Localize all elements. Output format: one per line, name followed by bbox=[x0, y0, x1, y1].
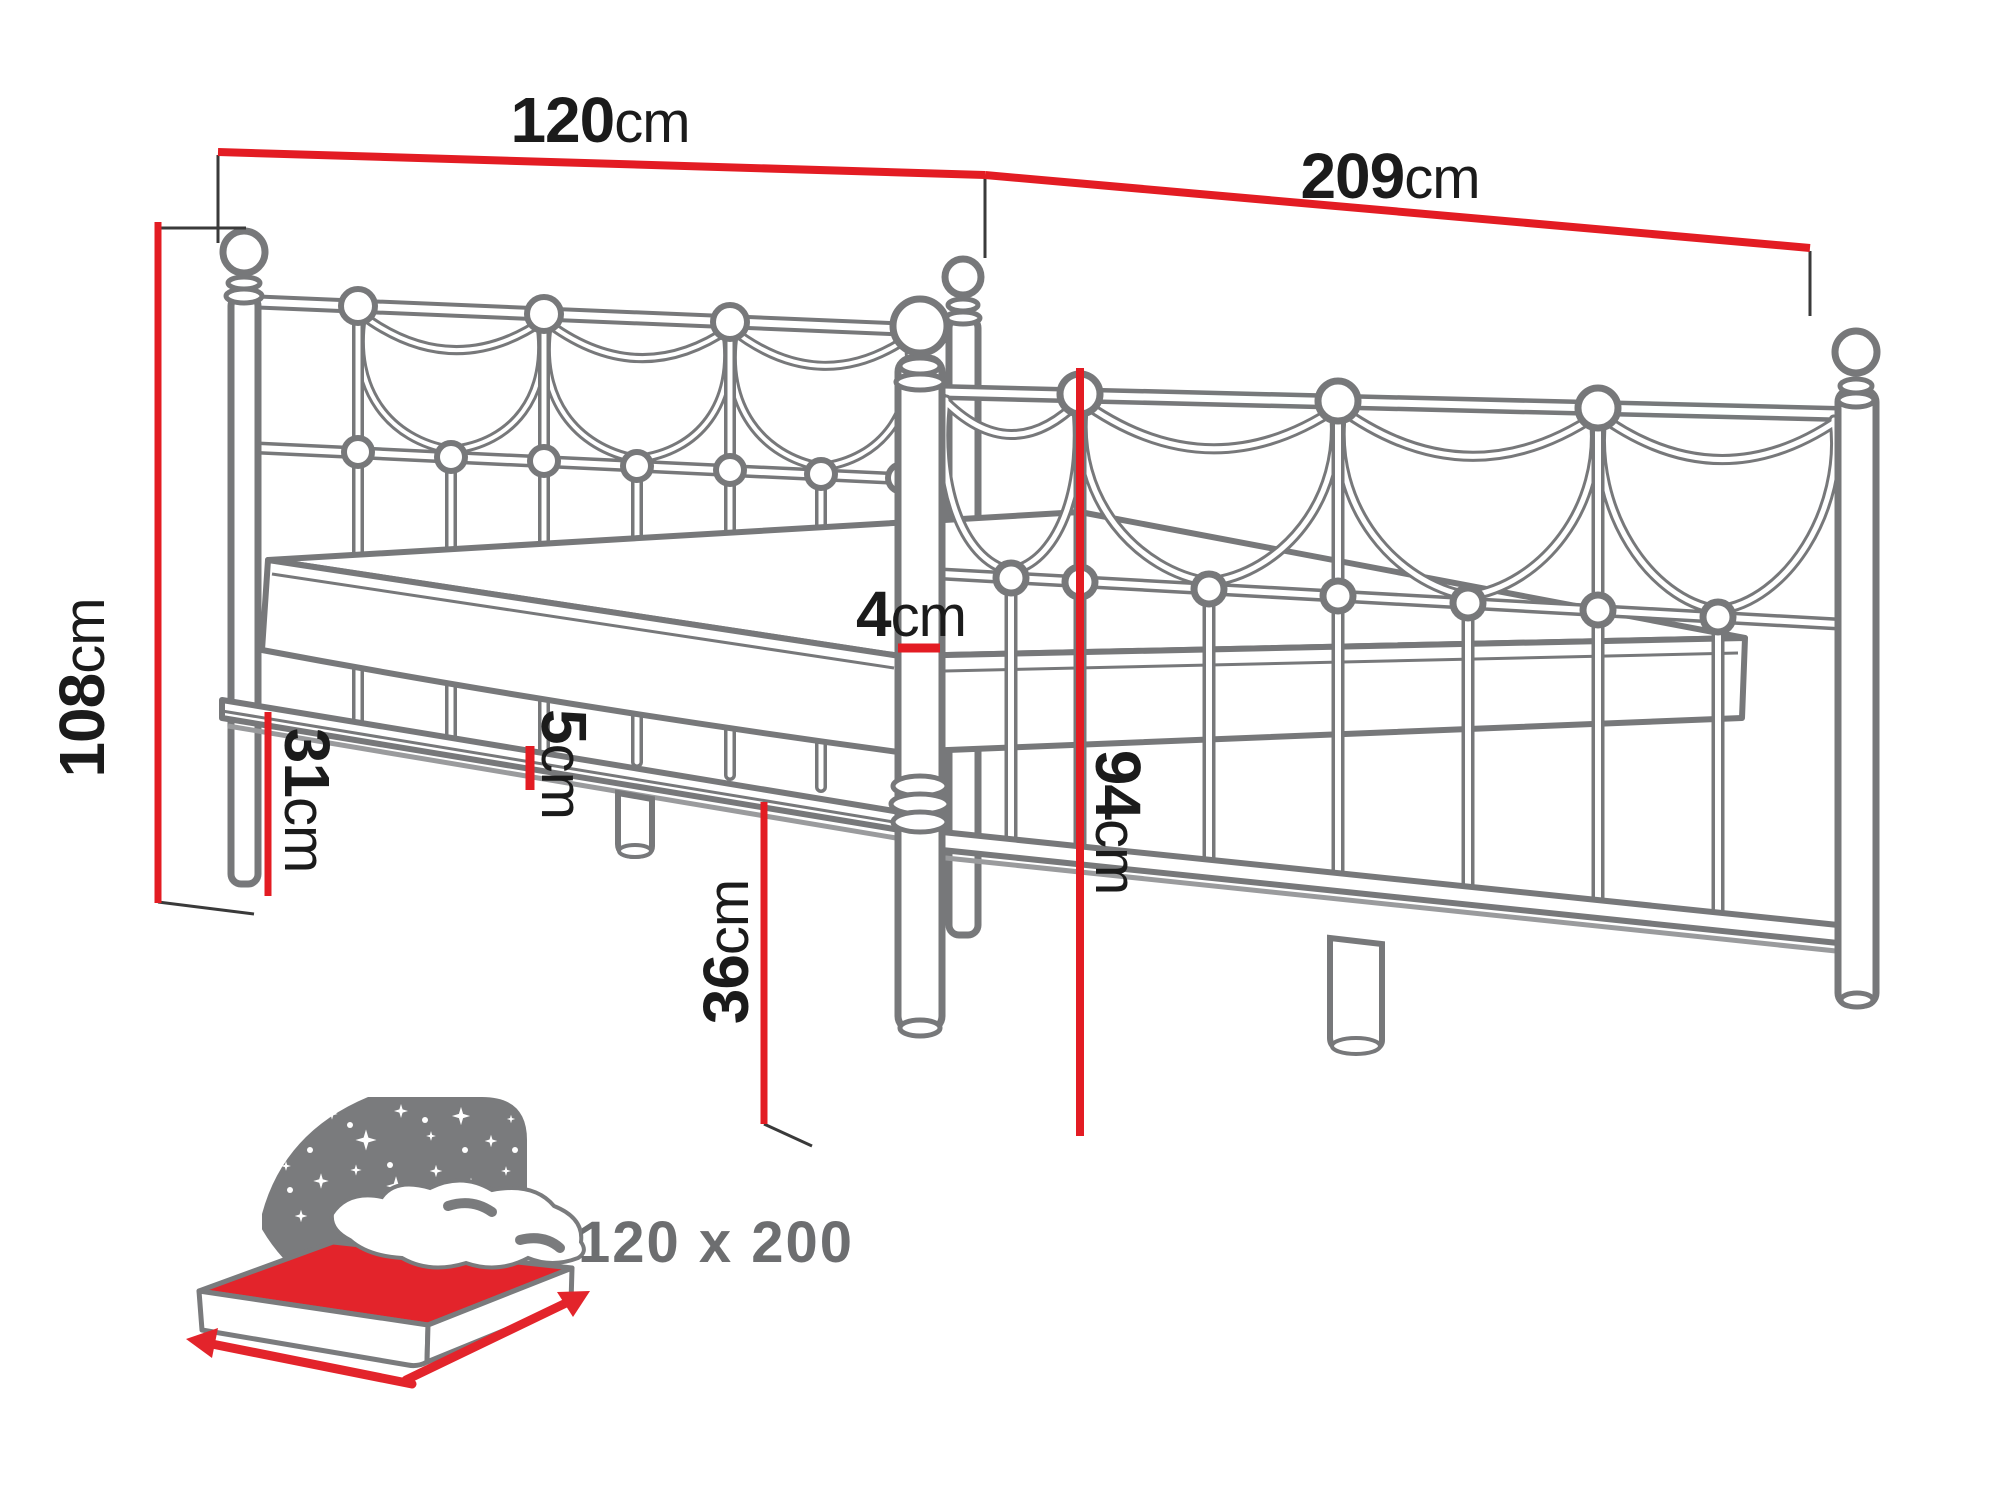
width-arrow bbox=[207, 1339, 417, 1389]
label-headboard-width: 120cm bbox=[510, 84, 689, 156]
size-arrows bbox=[186, 1291, 590, 1389]
label-side-rail-profile: 5cm bbox=[528, 709, 600, 819]
dim-line-width-120 bbox=[217, 148, 986, 179]
dimension-lines bbox=[154, 148, 1811, 1136]
footboard bbox=[888, 295, 1881, 1056]
label-headboard-height: 108cm bbox=[46, 598, 118, 777]
mattress bbox=[259, 509, 1748, 755]
headboard bbox=[219, 227, 985, 939]
extension-lines bbox=[157, 155, 1812, 1148]
finial-ball bbox=[889, 295, 951, 357]
finial-ball bbox=[219, 227, 269, 277]
finial-ball bbox=[941, 255, 985, 299]
center-front-leg bbox=[615, 789, 655, 860]
dimension-labels: 120cm 209cm 108cm 31cm 5cm 4cm 36cm 94cm bbox=[46, 84, 1481, 1025]
mattress-front-face bbox=[259, 557, 903, 755]
footboard-far-post bbox=[1831, 327, 1881, 1010]
label-bed-length: 209cm bbox=[1300, 140, 1479, 212]
pillow-shadow-left bbox=[443, 1198, 497, 1217]
label-side-rail-floor-gap: 31cm bbox=[271, 728, 343, 873]
pillow-shadow-right bbox=[515, 1233, 565, 1253]
label-footboard-height: 94cm bbox=[1082, 750, 1154, 895]
headboard-left-post bbox=[219, 227, 269, 888]
bed-size-icon: 120 x 200 bbox=[186, 1097, 854, 1389]
headboard-balls bbox=[338, 286, 932, 495]
footboard-near-post bbox=[888, 295, 952, 1039]
finial-ball bbox=[1831, 327, 1881, 377]
footboard-swags bbox=[936, 392, 1844, 616]
length-arrow bbox=[401, 1298, 571, 1385]
duvet bbox=[329, 1178, 586, 1270]
headboard-swags bbox=[353, 307, 917, 472]
label-under-bed-clearance: 36cm bbox=[690, 880, 762, 1025]
dim-line-length-209 bbox=[984, 171, 1811, 252]
moon-crescent-small bbox=[262, 1097, 368, 1214]
footboard-center-leg bbox=[1327, 934, 1385, 1056]
size-badge-text: 120 x 200 bbox=[578, 1210, 854, 1275]
label-mattress-above-frame: 4cm bbox=[856, 578, 966, 650]
